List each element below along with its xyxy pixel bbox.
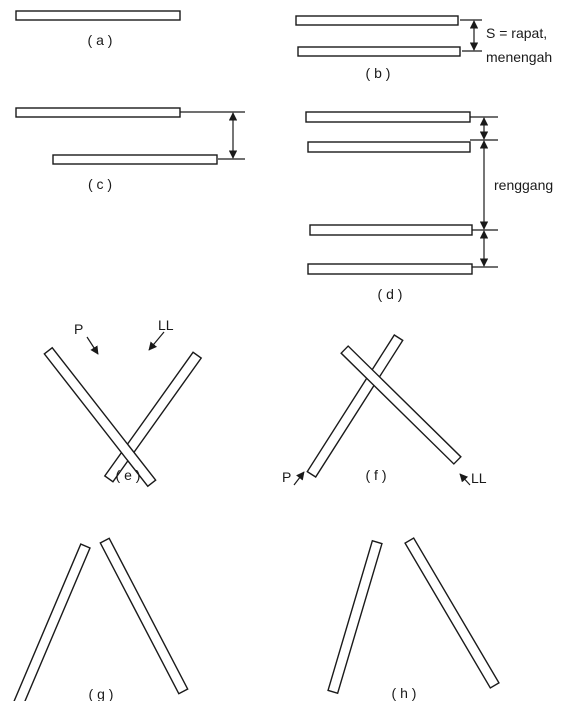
panel-label-c: ( c ): [88, 176, 112, 192]
bar: [15, 107, 181, 118]
pointer-arrow-p: [293, 471, 305, 486]
panel-a: ( a ): [15, 10, 181, 48]
panel-d: renggang ( d ): [305, 111, 553, 302]
bar: [307, 263, 473, 275]
pointer-arrow-ll: [148, 331, 165, 351]
annotation-menengah: menengah: [486, 49, 552, 65]
panel-label-e: ( e ): [116, 467, 141, 483]
bar: [297, 46, 461, 57]
panel-label-b: ( b ): [366, 65, 391, 81]
marker-p: P: [282, 469, 291, 485]
stick: [327, 539, 383, 695]
bar: [305, 111, 471, 123]
stick: [404, 537, 500, 689]
panel-h: ( h ): [327, 537, 500, 701]
annotation-renggang: renggang: [494, 177, 553, 193]
stick: [43, 346, 157, 488]
bar: [15, 10, 181, 21]
bar: [295, 15, 459, 26]
panel-b: S = rapat, menengah ( b ): [295, 15, 552, 81]
panel-label-d: ( d ): [378, 286, 403, 302]
stick: [103, 351, 203, 483]
panel-label-a: ( a ): [88, 32, 113, 48]
stick: [99, 537, 189, 695]
stick: [340, 345, 462, 465]
bar: [52, 154, 218, 165]
stick: [11, 543, 91, 701]
panel-f: P LL ( f ): [282, 334, 487, 486]
panel-e: P LL ( e ): [43, 317, 203, 488]
panel-label-h: ( h ): [392, 685, 417, 701]
stick: [306, 334, 404, 478]
panel-c: ( c ): [15, 107, 245, 192]
marker-ll: LL: [158, 317, 174, 333]
bar: [309, 224, 473, 236]
marker-ll: LL: [471, 470, 487, 486]
pointer-arrow-ll: [459, 473, 471, 486]
pointer-arrow-p: [86, 336, 99, 355]
bar: [307, 141, 471, 153]
panel-g: ( g ): [11, 537, 189, 701]
panel-label-g: ( g ): [89, 686, 114, 701]
annotation-s-rapat: S = rapat,: [486, 25, 547, 41]
marker-p: P: [74, 321, 83, 337]
panel-label-f: ( f ): [366, 467, 387, 483]
